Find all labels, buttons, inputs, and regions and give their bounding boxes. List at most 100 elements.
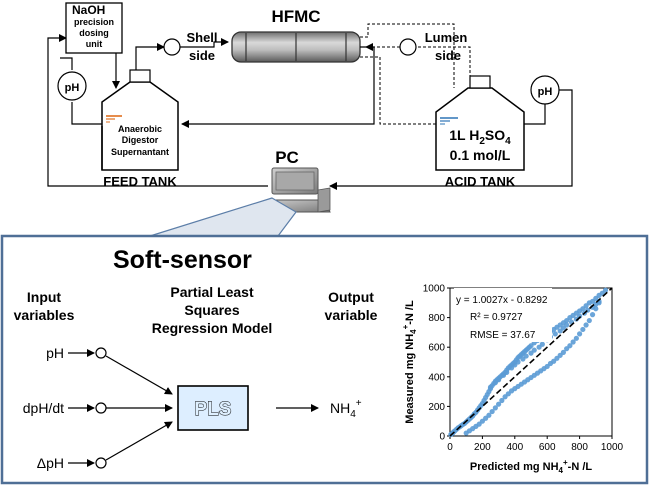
hfmc-label: HFMC (271, 7, 320, 26)
y-tick-label: 800 (428, 313, 445, 324)
data-point (486, 412, 492, 418)
data-point (602, 287, 609, 293)
data-point (515, 359, 521, 365)
arrow-deltaph-to-pls (105, 421, 173, 461)
data-point (586, 317, 592, 324)
shell-pump (163, 38, 181, 56)
feed-line3: Supernantant (111, 147, 169, 157)
data-point (531, 347, 537, 353)
model-header-line2: Squares (184, 302, 239, 318)
naoh-line2: precision (74, 17, 114, 27)
data-point (523, 353, 529, 359)
chart-xlabel: Predicted mg NH4+-N /L (470, 458, 592, 475)
x-tick-label: 200 (474, 442, 491, 453)
naoh-label: NaOH (72, 3, 105, 17)
process-diagram: NaOH precision dosing unit pH Anaerobic … (47, 2, 573, 237)
pc-callout (149, 197, 297, 237)
data-point (552, 331, 558, 337)
soft-sensor-panel: Soft-sensor Input variables Partial Leas… (0, 234, 649, 485)
shell-pump-to-hfmc (180, 38, 229, 48)
y-tick-label: 200 (428, 402, 445, 413)
naoh-dosing-unit (65, 2, 123, 54)
data-point (583, 322, 589, 328)
data-point (560, 349, 567, 355)
ph-right-to-pc (329, 89, 573, 190)
lumen-pump (399, 38, 417, 56)
data-point (573, 335, 579, 341)
naoh-line3: dosing (79, 28, 109, 38)
acid-tank-content-line2: 0.1 mol/L (450, 147, 511, 163)
model-header-line3: Regression Model (152, 320, 273, 336)
x-tick-label: 0 (447, 442, 453, 453)
y-tick-label: 0 (439, 432, 445, 443)
data-point (570, 339, 576, 345)
input-deltaph-node (95, 457, 107, 469)
control-line-pc-to-naoh (47, 34, 268, 187)
naoh-line4: unit (86, 39, 103, 49)
fit-line (449, 287, 613, 437)
acid-tank-content-line1: 1L H2SO4 (449, 127, 511, 147)
x-tick-label: 800 (571, 442, 588, 453)
output-label: NH4+ (330, 398, 362, 420)
data-point (504, 369, 510, 375)
hfmc-module (231, 31, 361, 63)
stats-box (454, 288, 552, 342)
y-tick-label: 1000 (423, 284, 446, 295)
x-tick-label: 400 (506, 442, 523, 453)
x-tick-label: 600 (539, 442, 556, 453)
lumen-side-line1: Lumen (425, 30, 468, 45)
output-header-line1: Output (328, 289, 374, 305)
data-point (589, 312, 596, 318)
input-ph-label: pH (46, 345, 64, 361)
arrow-ph-to-pls (105, 355, 173, 395)
feed-line2: Digestor (122, 135, 159, 145)
soft-sensor-frame (0, 234, 649, 485)
data-point (567, 343, 573, 349)
r2-label: R² = 0.9727 (470, 312, 523, 323)
data-point (496, 401, 502, 407)
data-point (492, 405, 498, 411)
equation-label: y = 1.0027x - 0.8292 (456, 295, 548, 306)
ph-right-label: pH (538, 86, 553, 98)
data-point (539, 341, 545, 347)
input-header-line1: Input (27, 289, 62, 305)
lumen-dashed-line-b (360, 56, 440, 125)
feed-tank-label: FEED TANK (103, 174, 177, 189)
output-header-line2: variable (325, 307, 378, 323)
data-point (489, 408, 495, 415)
data-point (564, 322, 570, 328)
shell-side-line2: side (189, 48, 215, 63)
input-dphdt-label: dpH/dt (23, 400, 64, 416)
y-tick-label: 400 (428, 372, 445, 383)
acid-tank-label: ACID TANK (445, 174, 516, 189)
lumen-return-line (416, 46, 471, 88)
ph-right-loop (524, 104, 546, 125)
feed-to-shell-line (135, 43, 165, 70)
pls-box (177, 385, 249, 431)
rmse-label: RMSE = 37.67 (470, 330, 536, 341)
input-deltaph-label: ΔpH (37, 455, 64, 471)
chart-ylabel: Measured mg NH4+-N /L (401, 300, 418, 424)
data-point (499, 397, 505, 404)
feed-tank (101, 69, 179, 171)
input-dphdt-node (95, 402, 107, 414)
lumen-dashed-line-a (360, 23, 455, 88)
input-header-line2: variables (14, 307, 75, 323)
data-point (580, 326, 586, 333)
ph-left-sensor (57, 71, 87, 101)
feed-line1: Anaerobic (118, 124, 162, 134)
model-header-line1: Partial Least (170, 284, 254, 300)
lumen-side-line2: side (435, 48, 461, 63)
pc-label: PC (275, 148, 299, 167)
data-point (577, 331, 583, 337)
shell-side-line1: Shell (186, 30, 217, 45)
data-point (496, 377, 502, 383)
ph-left-to-pc (60, 57, 73, 70)
x-tick-label: 1000 (601, 442, 624, 453)
pls-label: PLS (195, 399, 232, 420)
acid-tank (435, 75, 525, 171)
input-ph-node (95, 347, 107, 359)
ph-left-label: pH (65, 82, 80, 94)
